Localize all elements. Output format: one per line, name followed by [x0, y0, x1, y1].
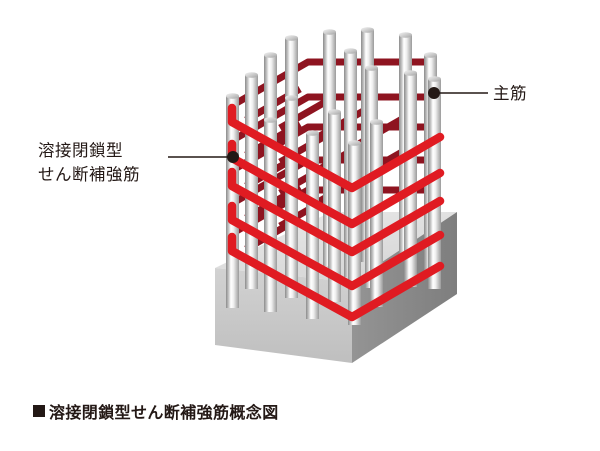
label-shear-reinforcement-line1: 溶接閉鎖型: [38, 142, 123, 160]
main-bar-front-center: [348, 140, 361, 325]
label-main-bar-line1: 主筋: [493, 85, 527, 103]
leader-dot-right: [428, 87, 440, 99]
leader-lines: [168, 87, 488, 163]
caption-text: 溶接閉鎖型せん断補強筋概念図: [49, 405, 279, 422]
leader-dot-left: [227, 151, 239, 163]
main-bar: [264, 117, 277, 312]
label-shear-reinforcement-line2: せん断補強筋: [38, 165, 140, 184]
shear-hoop: [227, 232, 445, 322]
label-shear-reinforcement: 溶接閉鎖型 せん断補強筋: [38, 140, 140, 188]
main-bars-row-1: [285, 95, 383, 307]
main-bar: [404, 70, 417, 287]
shear-hoop: [227, 201, 445, 291]
figure-caption: 溶接閉鎖型せん断補強筋概念図: [33, 399, 279, 423]
label-main-bar: 主筋: [493, 83, 527, 107]
caption-square-bullet-icon: [33, 405, 45, 417]
shear-hoop: [227, 139, 445, 229]
shear-hoops-group: [227, 103, 445, 322]
shear-hoop: [227, 103, 445, 193]
main-bar: [328, 109, 341, 302]
shear-hoop: [227, 167, 445, 257]
